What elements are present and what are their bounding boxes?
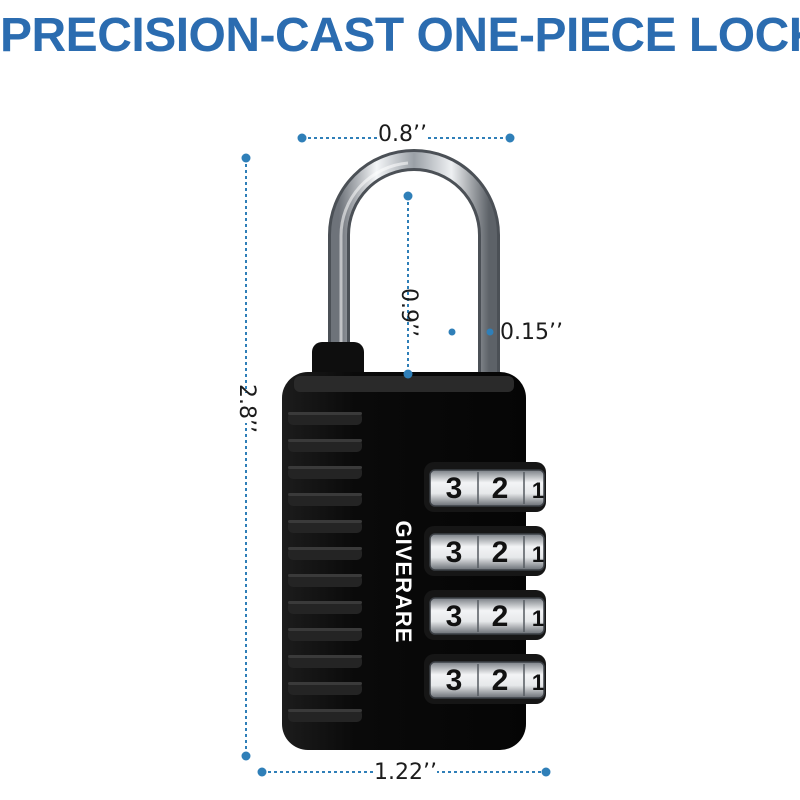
dial-digit: 2: [492, 600, 509, 633]
body-width-dimension-label: 1.22’’: [374, 760, 437, 785]
dial-digit: 2: [492, 664, 509, 697]
dial-digit: 3: [446, 536, 463, 569]
width-dimension-label: 0.8’’: [378, 122, 427, 147]
dial-digit: 3: [446, 664, 463, 697]
brand-logo: GIVERARE: [391, 521, 416, 644]
headline: PRECISION-CAST ONE-PIECE LOCK: [0, 9, 800, 62]
shackle-diameter-label: 0.15’’: [500, 320, 563, 345]
dial-digit: 2: [492, 536, 509, 569]
dial-digit: 1: [532, 670, 544, 695]
shackle-clearance-label: 0.9’’: [395, 287, 421, 337]
height-dimension-label: 2.8’’: [226, 384, 266, 432]
shackle: [328, 149, 500, 380]
dial-digit: 2: [492, 472, 509, 505]
dial-digit: 3: [446, 472, 463, 505]
grip-ridges: [288, 412, 362, 722]
dial-digit: 1: [532, 478, 544, 503]
dimension-endpoints: [241, 133, 551, 777]
dial-digit: 1: [532, 542, 544, 567]
dial-digit: 1: [532, 606, 544, 631]
dial-digit: 3: [446, 600, 463, 633]
